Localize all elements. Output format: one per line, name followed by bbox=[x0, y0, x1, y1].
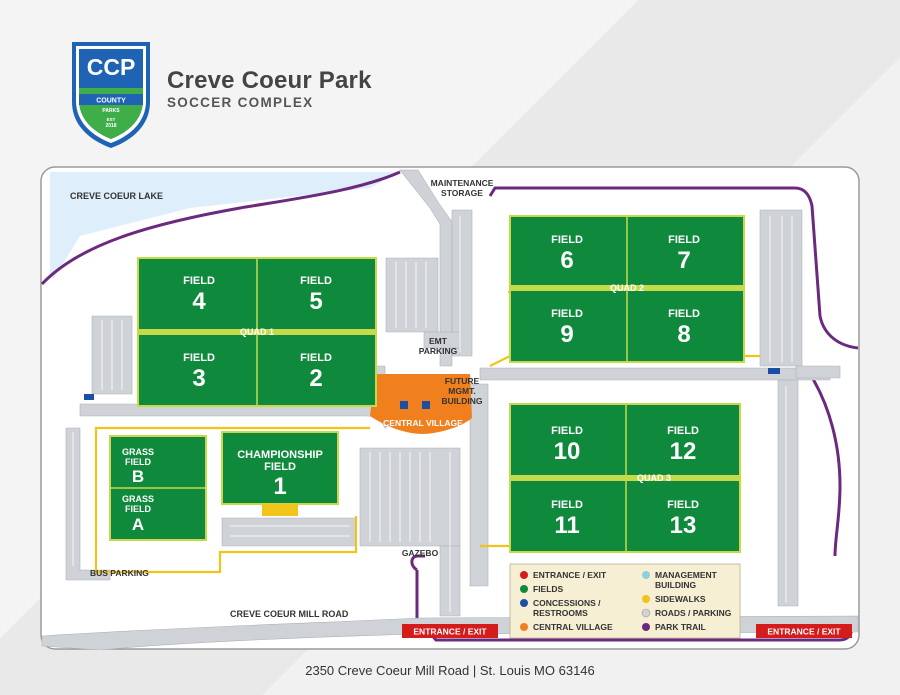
grass-a-field-word: FIELD bbox=[125, 504, 151, 514]
bus-parking-label: BUS PARKING bbox=[90, 568, 149, 578]
field-13-number: 13 bbox=[670, 512, 697, 539]
field-3-word: FIELD bbox=[183, 352, 215, 364]
field-13-word: FIELD bbox=[667, 499, 699, 511]
logo-est: EST bbox=[107, 117, 116, 122]
legend-sidewalks: SIDEWALKS bbox=[655, 594, 706, 604]
trail-east bbox=[808, 373, 842, 557]
field-5-word: FIELD bbox=[300, 275, 332, 287]
legend-sidewalks-swatch bbox=[642, 595, 650, 603]
address: 2350 Creve Coeur Mill Road | St. Louis M… bbox=[305, 663, 595, 678]
field-2-word: FIELD bbox=[300, 352, 332, 364]
legend-concessions-swatch bbox=[520, 599, 528, 607]
field-12-word: FIELD bbox=[667, 425, 699, 437]
field-7-number: 7 bbox=[677, 247, 690, 274]
legend-entrance-swatch bbox=[520, 571, 528, 579]
quad-1-label: QUAD 1 bbox=[240, 327, 274, 337]
quad-2-label: QUAD 2 bbox=[610, 283, 644, 293]
legend-roads: ROADS / PARKING bbox=[655, 608, 732, 618]
legend-management-1: MANAGEMENT bbox=[655, 570, 718, 580]
legend-fields-swatch bbox=[520, 585, 528, 593]
grass-b-field-word: FIELD bbox=[125, 457, 151, 467]
maintenance-label: MAINTENANCE bbox=[431, 178, 494, 188]
legend-trail: PARK TRAIL bbox=[655, 622, 706, 632]
logo-year: 2018 bbox=[105, 123, 116, 129]
header: CCP COUNTY PARKS EST 2018 Creve Coeur Pa… bbox=[70, 40, 490, 155]
field-2-number: 2 bbox=[309, 365, 322, 392]
field-9-word: FIELD bbox=[551, 308, 583, 320]
gazebo-label: GAZEBO bbox=[402, 548, 439, 558]
field-12-number: 12 bbox=[670, 438, 697, 465]
concession-central-2 bbox=[422, 401, 430, 409]
field-3-number: 3 bbox=[192, 365, 205, 392]
field-5-number: 5 bbox=[309, 288, 322, 315]
concession-central-1 bbox=[400, 401, 408, 409]
legend-roads-swatch bbox=[641, 608, 651, 618]
entrance-right-label: ENTRANCE / EXIT bbox=[767, 627, 841, 637]
concession-east bbox=[768, 368, 780, 374]
field-8-word: FIELD bbox=[668, 308, 700, 320]
road-label: CREVE COEUR MILL ROAD bbox=[230, 609, 349, 619]
grass-a-letter: A bbox=[132, 515, 144, 534]
concession-west bbox=[84, 394, 94, 400]
legend-management-swatch bbox=[642, 571, 650, 579]
field-10-number: 10 bbox=[554, 438, 581, 465]
grass-b-word: GRASS bbox=[122, 447, 154, 457]
grass-a-word: GRASS bbox=[122, 494, 154, 504]
legend-village-swatch bbox=[520, 623, 528, 631]
field-4-number: 4 bbox=[192, 288, 206, 315]
field-9-number: 9 bbox=[560, 321, 573, 348]
storage-label: STORAGE bbox=[441, 188, 483, 198]
entrance-left bbox=[402, 624, 498, 638]
championship-field-word: FIELD bbox=[264, 461, 296, 473]
legend-village: CENTRAL VILLAGE bbox=[533, 622, 613, 632]
legend-concessions-1: CONCESSIONS / bbox=[533, 598, 601, 608]
entrance-left-label: ENTRANCE / EXIT bbox=[413, 627, 487, 637]
lake-label: CREVE COEUR LAKE bbox=[70, 191, 163, 201]
building-label: BUILDING bbox=[441, 396, 482, 406]
field-4-word: FIELD bbox=[183, 275, 215, 287]
grass-fields: GRASS FIELD B GRASS FIELD A bbox=[109, 435, 207, 541]
field-8-number: 8 bbox=[677, 321, 690, 348]
ccp-logo: CCP COUNTY PARKS EST 2018 bbox=[72, 42, 150, 148]
legend-management-2: BUILDING bbox=[655, 580, 696, 590]
field-7-word: FIELD bbox=[668, 234, 700, 246]
parking-stalls bbox=[72, 216, 793, 612]
central-village bbox=[370, 374, 472, 434]
legend-fields: FIELDS bbox=[533, 584, 564, 594]
championship-field: CHAMPIONSHIP FIELD 1 bbox=[221, 431, 339, 516]
logo-band: COUNTY bbox=[96, 98, 126, 105]
trail-gazebo bbox=[410, 554, 425, 572]
legend-trail-swatch bbox=[642, 623, 650, 631]
legend-concessions-2: RESTROOMS bbox=[533, 608, 588, 618]
field-11-word: FIELD bbox=[551, 499, 583, 511]
field-6-number: 6 bbox=[560, 247, 573, 274]
field-10-word: FIELD bbox=[551, 425, 583, 437]
field-11-number: 11 bbox=[554, 512, 579, 539]
park-subtitle: SOCCER COMPLEX bbox=[167, 95, 314, 110]
emt-label: EMT bbox=[429, 336, 448, 346]
park-title: Creve Coeur Park bbox=[167, 67, 372, 94]
lake bbox=[50, 172, 400, 278]
trail-northeast bbox=[488, 186, 859, 350]
map: CREVE COEUR LAKE bbox=[40, 166, 860, 650]
map-svg: CREVE COEUR LAKE bbox=[40, 166, 860, 650]
entrance-right bbox=[756, 624, 852, 638]
quad-3-label: QUAD 3 bbox=[637, 473, 671, 483]
trail-northwest bbox=[40, 170, 401, 286]
quad-3: QUAD 3 FIELD 10 FIELD 12 FIELD 11 FIELD … bbox=[509, 403, 741, 553]
legend-entrance: ENTRANCE / EXIT bbox=[533, 570, 607, 580]
central-village-label: CENTRAL VILLAGE bbox=[383, 418, 463, 428]
logo-sub: PARKS bbox=[102, 108, 120, 114]
championship-number: 1 bbox=[273, 473, 286, 500]
field-6-word: FIELD bbox=[551, 234, 583, 246]
championship-word: CHAMPIONSHIP bbox=[237, 449, 323, 461]
mgmt-label: MGMT. bbox=[448, 386, 475, 396]
legend: ENTRANCE / EXIT FIELDS CONCESSIONS / RES… bbox=[509, 563, 741, 639]
future-label: FUTURE bbox=[445, 376, 480, 386]
quad-1: QUAD 1 FIELD 4 FIELD 5 FIELD 3 FIELD 2 bbox=[137, 257, 377, 407]
emt-parking-label: PARKING bbox=[419, 346, 458, 356]
grass-b-letter: B bbox=[132, 467, 144, 486]
logo-letters: CCP bbox=[87, 54, 136, 80]
quad-2: QUAD 2 FIELD 6 FIELD 7 FIELD 9 FIELD 8 bbox=[509, 215, 745, 363]
